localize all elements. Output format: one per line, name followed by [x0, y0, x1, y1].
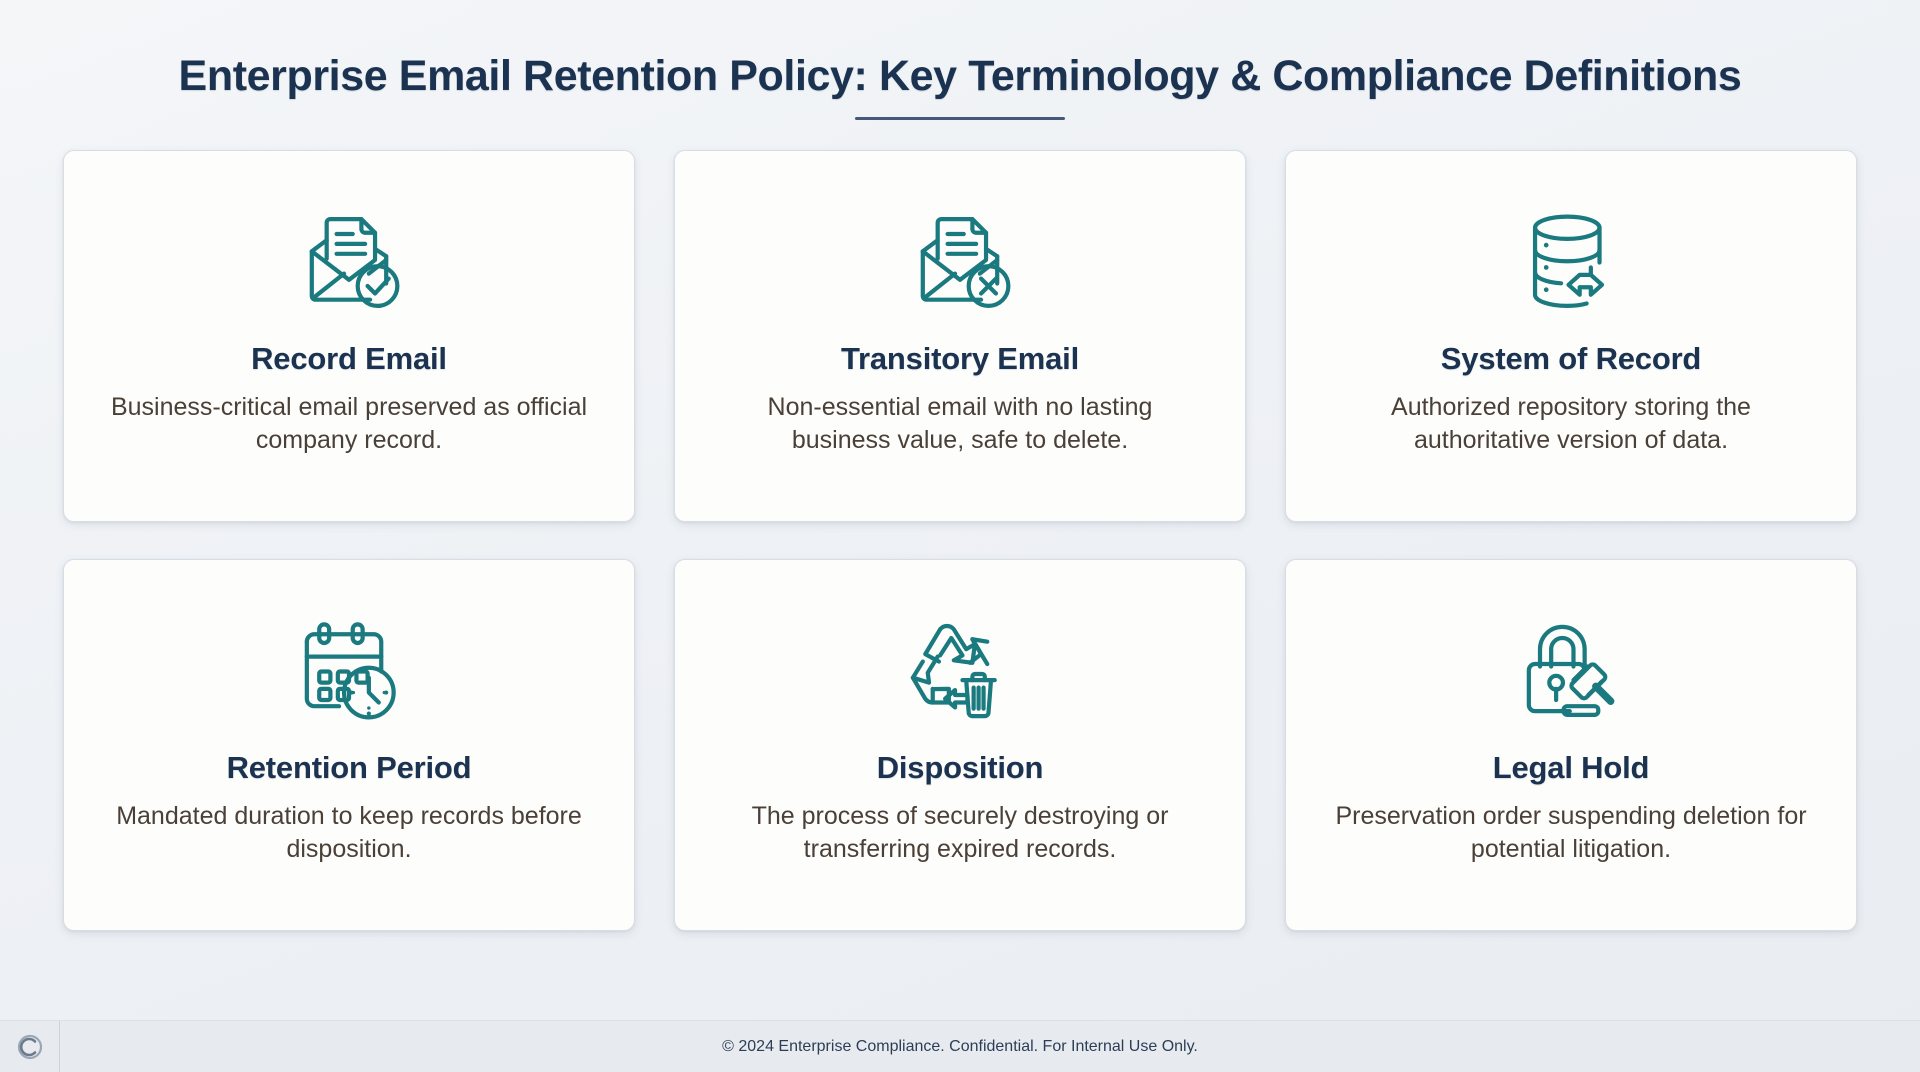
card-legal-hold[interactable]: Legal Hold Preservation order suspending… [1285, 559, 1857, 932]
footer-copyright-text: © 2024 Enterprise Compliance. Confidenti… [722, 1037, 1198, 1055]
card-title: Disposition [876, 750, 1044, 786]
card-description: Authorized repository storing the author… [1391, 393, 1751, 455]
card-title: System of Record [1440, 341, 1702, 377]
database-exchange-icon [1509, 185, 1633, 335]
card-retention-period[interactable]: Retention Period Mandated duration to ke… [63, 559, 635, 932]
card-description: Preservation order suspending deletion f… [1335, 802, 1807, 864]
page-footer: © 2024 Enterprise Compliance. Confidenti… [0, 1020, 1920, 1072]
page-header: Enterprise Email Retention Policy: Key T… [0, 0, 1920, 121]
title-underline-rule [855, 117, 1065, 121]
calendar-clock-icon [287, 594, 411, 744]
card-disposition[interactable]: Disposition The process of securely dest… [674, 559, 1246, 932]
recycle-trash-icon [898, 594, 1022, 744]
email-transitory-cross-icon [898, 185, 1022, 335]
card-transitory-email[interactable]: Transitory Email Non-essential email wit… [674, 150, 1246, 523]
lock-gavel-icon [1509, 594, 1633, 744]
card-title: Transitory Email [840, 341, 1079, 377]
card-title: Legal Hold [1492, 750, 1650, 786]
copyright-c-logo [0, 1020, 60, 1072]
email-record-check-icon [287, 185, 411, 335]
page-title: Enterprise Email Retention Policy: Key T… [178, 52, 1742, 100]
card-description: Business-critical email preserved as off… [110, 393, 588, 455]
card-system-of-record[interactable]: System of Record Authorized repository s… [1285, 150, 1857, 523]
card-title: Record Email [251, 341, 447, 377]
card-description: The process of securely destroying or tr… [751, 802, 1169, 864]
terminology-card-grid: Record Email Business-critical email pre… [55, 150, 1865, 932]
card-title: Retention Period [226, 750, 472, 786]
card-description: Non-essential email with no lasting busi… [767, 393, 1153, 455]
card-description: Mandated duration to keep records before… [116, 802, 582, 864]
card-record-email[interactable]: Record Email Business-critical email pre… [63, 150, 635, 523]
